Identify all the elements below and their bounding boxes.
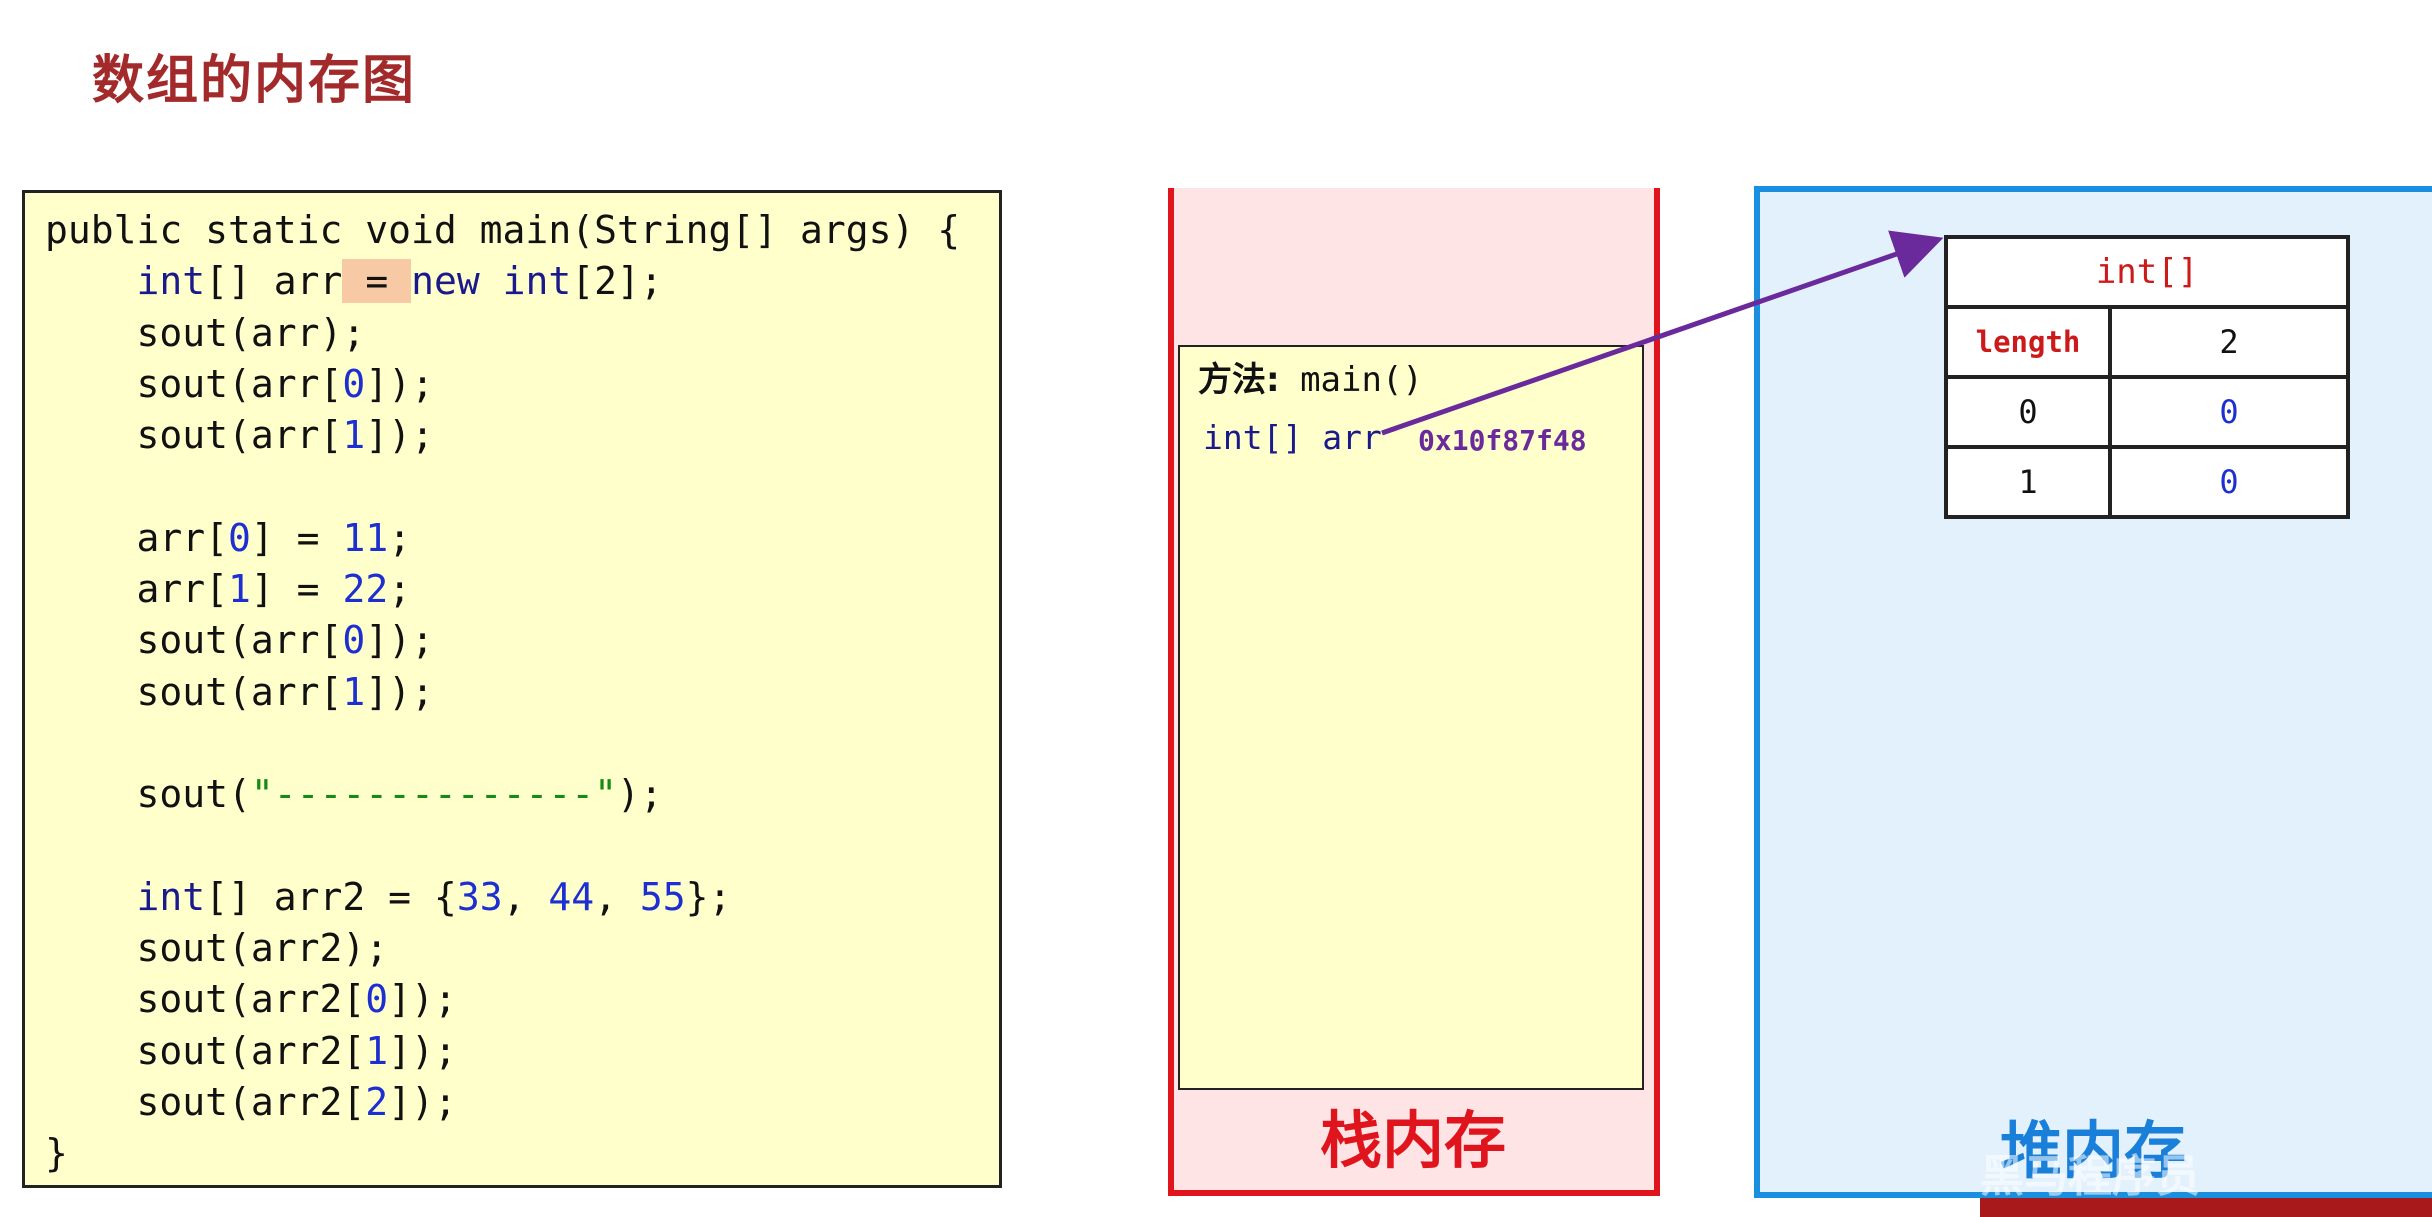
code-block: public static void main(String[] args) {… (45, 205, 960, 1180)
code-token: 0 (228, 515, 251, 560)
code-token: } (45, 1131, 68, 1176)
code-token: int (136, 874, 206, 919)
heap-array-object: int[] length 2 0 0 1 0 (1944, 235, 2350, 519)
code-token: int (136, 259, 206, 304)
code-line: sout(arr2[0]); (45, 974, 960, 1025)
code-token: = (342, 259, 412, 304)
array-element-row: 0 0 (1944, 375, 2350, 449)
code-token: ]); (365, 618, 434, 663)
code-token: 55 (639, 874, 686, 919)
array-element-index: 0 (1944, 375, 2112, 449)
code-line: sout(arr); (45, 308, 960, 359)
code-line: int[] arr = new int[2]; (45, 256, 960, 307)
code-token: public static void main(String[] args) { (45, 208, 961, 252)
code-token: 0 (365, 977, 389, 1022)
code-token: "--------------" (250, 772, 617, 817)
code-token: 1 (365, 1028, 389, 1073)
code-token: ; (388, 515, 412, 560)
page-title: 数组的内存图 (92, 51, 417, 111)
code-token: 0 (342, 361, 366, 406)
code-token: sout(arr2[ (45, 977, 366, 1022)
method-name: main() (1279, 360, 1423, 400)
code-token: ] = (250, 567, 343, 612)
code-token: sout(arr2[ (45, 1028, 366, 1073)
heap-memory-label: 堆内存 (2000, 1114, 2187, 1187)
code-token: 0 (342, 618, 366, 663)
main-method-frame (1178, 345, 1644, 1090)
code-token: ] = (250, 515, 343, 560)
code-line: sout(arr2[1]); (45, 1026, 960, 1077)
code-token: new int (411, 259, 572, 304)
code-token: sout( (45, 772, 251, 817)
code-token: sout(arr[ (45, 669, 343, 714)
code-line: sout(arr2); (45, 923, 960, 974)
code-token: }; (685, 874, 732, 919)
array-element-value: 0 (2108, 375, 2350, 449)
array-element-index: 1 (1944, 445, 2112, 519)
array-element-row: 1 0 (1944, 445, 2350, 519)
code-line: sout(arr[1]); (45, 410, 960, 461)
code-token: arr[ (45, 515, 229, 560)
code-token: 1 (342, 413, 366, 458)
array-element-value: 0 (2108, 445, 2350, 519)
frame-address: 0x10f87f48 (1418, 424, 1587, 457)
code-token: 33 (456, 874, 503, 919)
array-type-row: int[] (1944, 235, 2350, 309)
code-token: ]); (388, 1080, 457, 1125)
code-token: sout(arr[ (45, 618, 343, 663)
code-token: ]); (365, 413, 434, 458)
code-line: sout("--------------"); (45, 769, 960, 820)
code-token: 11 (342, 515, 389, 560)
array-length-label: length (1944, 305, 2112, 379)
code-token: ); (616, 772, 663, 817)
watermark-text: 黑马程序员 (1980, 1151, 2200, 1202)
watermark-band (1980, 1198, 2432, 1217)
code-token: ]); (365, 361, 434, 406)
code-token: [] arr2 = { (205, 874, 457, 919)
array-type: int[] (1944, 235, 2350, 309)
code-token: 1 (342, 669, 366, 714)
code-token: 1 (228, 567, 251, 612)
stack-memory-label: 栈内存 (1320, 1104, 1507, 1177)
code-token: sout(arr[ (45, 361, 343, 406)
pointer-arrow (1381, 230, 1944, 436)
code-token: sout(arr2); (45, 926, 389, 971)
code-token: 44 (548, 874, 595, 919)
code-line: public static void main(String[] args) { (45, 205, 960, 256)
code-token: ]); (388, 1028, 457, 1073)
code-token: 22 (342, 567, 389, 612)
code-token: ]); (388, 977, 457, 1022)
code-token: sout(arr); (45, 310, 366, 355)
method-label: 方法: (1198, 360, 1280, 400)
code-line: sout(arr2[2]); (45, 1077, 960, 1128)
code-line: int[] arr2 = {33, 44, 55}; (45, 872, 960, 923)
code-line: arr[1] = 22; (45, 564, 960, 615)
code-token: sout(arr2[ (45, 1080, 366, 1125)
code-line: sout(arr[0]); (45, 359, 960, 410)
code-line: } (45, 1128, 960, 1179)
frame-variable: int[] arr (1203, 418, 1382, 457)
array-length-value: 2 (2108, 305, 2350, 379)
code-panel: public static void main(String[] args) {… (22, 190, 1002, 1188)
code-token: , (502, 874, 549, 919)
code-token: ; (388, 567, 412, 612)
code-token: , (594, 874, 640, 919)
code-token: sout(arr[ (45, 413, 343, 458)
code-token: [] arr (205, 259, 343, 304)
code-line: arr[0] = 11; (45, 513, 960, 564)
code-token: 2 (365, 1080, 389, 1125)
code-token: [2]; (571, 259, 663, 304)
code-line: sout(arr[0]); (45, 615, 960, 666)
frame-method-title: 方法: main() (1198, 352, 1423, 401)
code-token: arr[ (45, 567, 229, 612)
code-token: ]); (365, 669, 434, 714)
code-line: sout(arr[1]); (45, 667, 960, 718)
array-length-row: length 2 (1944, 305, 2350, 379)
